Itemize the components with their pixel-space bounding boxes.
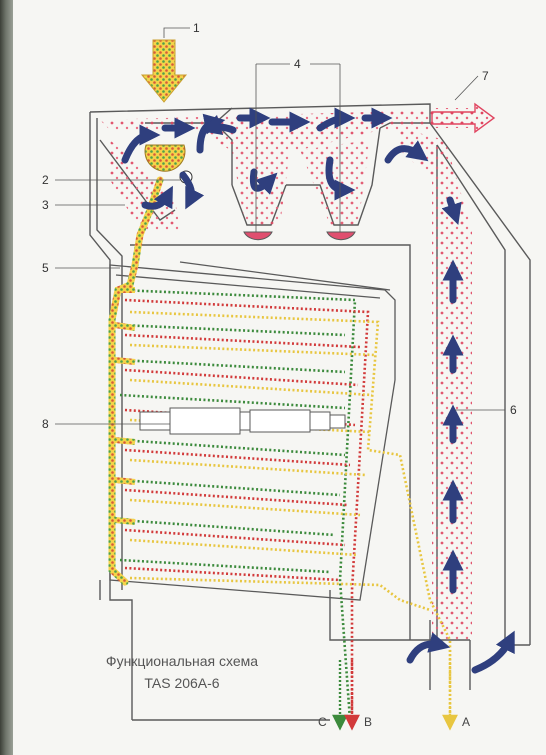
callout-4: 4 xyxy=(294,58,301,70)
caption-title: Функциональная схема xyxy=(72,652,292,670)
outlet-arrows xyxy=(334,650,456,728)
seed-inlet xyxy=(142,40,192,183)
callout-5: 5 xyxy=(42,262,49,274)
sieve-inlets xyxy=(115,290,135,522)
outlet-label-a: A xyxy=(462,716,470,728)
caption-model: TAS 206A-6 xyxy=(72,674,292,692)
callout-3: 3 xyxy=(42,199,49,211)
callout-1: 1 xyxy=(193,22,200,34)
outlet-label-b: B xyxy=(364,716,372,728)
callout-6: 6 xyxy=(510,404,517,416)
callout-8: 8 xyxy=(42,418,49,430)
settling-pockets xyxy=(244,232,355,240)
drive-assembly xyxy=(140,408,345,434)
callout-2: 2 xyxy=(42,174,49,186)
callout-7: 7 xyxy=(482,70,489,82)
outlet-label-c: C xyxy=(318,716,327,728)
